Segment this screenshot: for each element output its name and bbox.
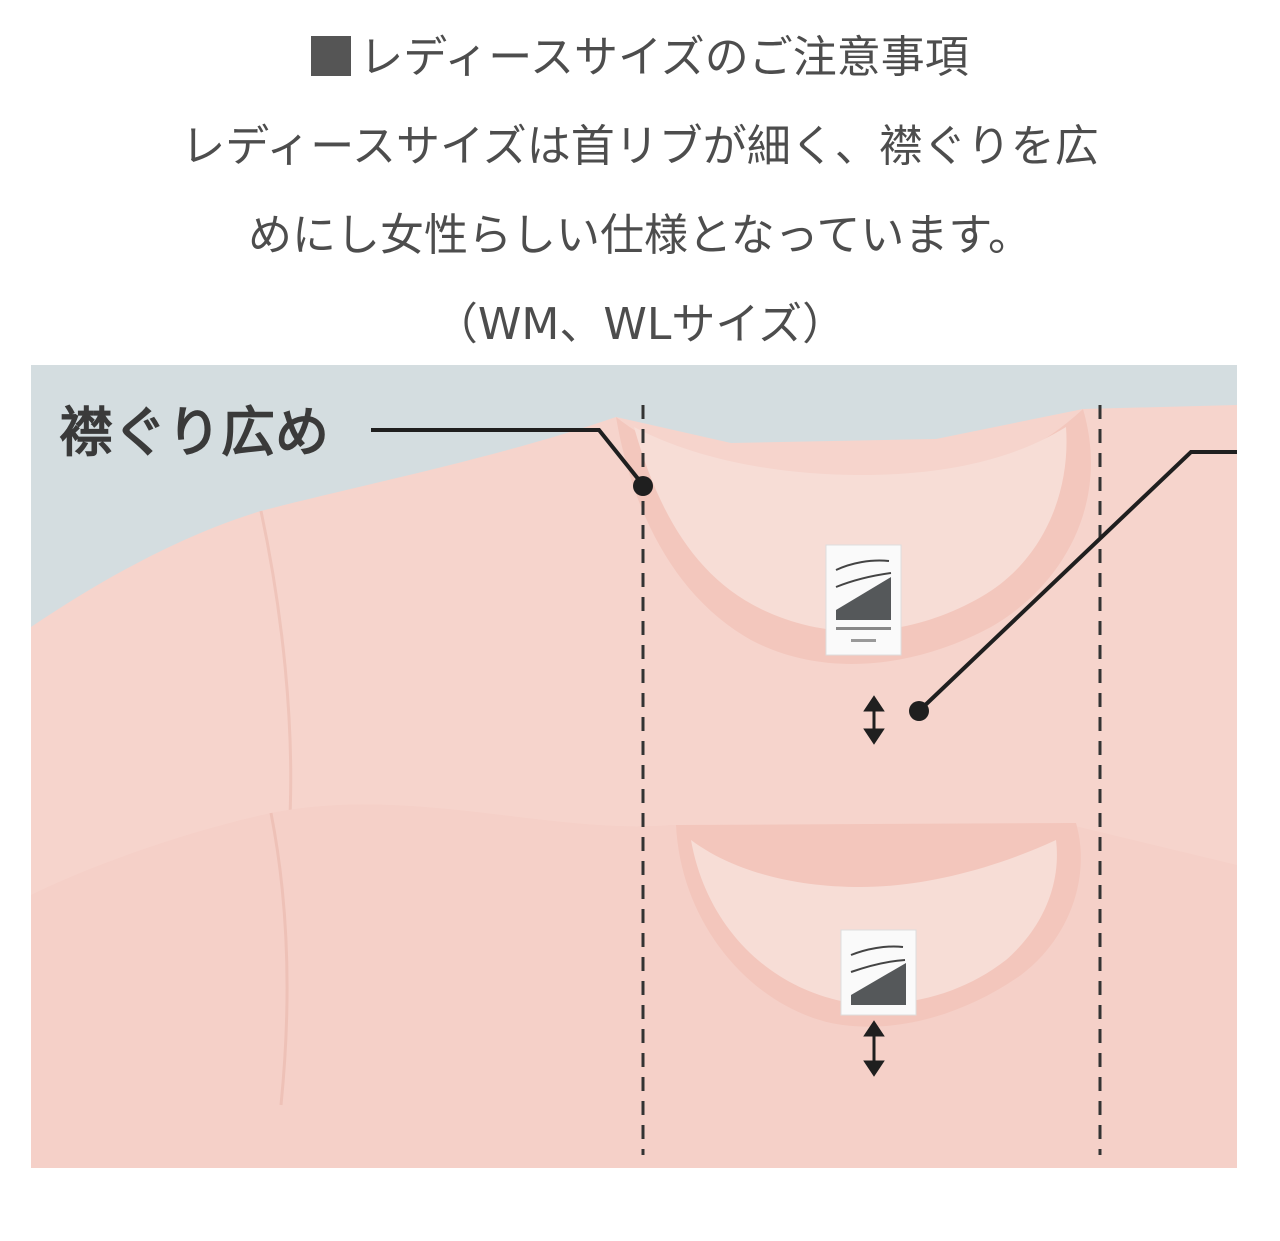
notice-title: レディースサイズのご注意事項 (359, 32, 969, 83)
notice-header: レディースサイズのご注意事項 レディースサイズは首リブが細く、襟ぐりを広 めにし… (0, 0, 1280, 360)
callout-leader-rib (917, 450, 1237, 713)
callout-leader-left (371, 428, 645, 487)
description-line-1: レディースサイズは首リブが細く、襟ぐりを広 (181, 121, 1099, 172)
rib-width-arrow-lower-icon (863, 1020, 885, 1077)
size-note: （WM、WLサイズ） (433, 299, 847, 350)
callout-dot-rib (909, 701, 929, 721)
square-bullet-icon (311, 36, 352, 76)
neck-label-lower (840, 929, 917, 1016)
unisex-tshirt (31, 804, 1237, 1168)
tshirt-neckline-comparison-photo: 襟ぐり広め (31, 365, 1237, 1168)
description-line-2: めにし女性らしい仕様となっています。 (247, 210, 1033, 261)
rib-width-arrow-upper-icon (863, 695, 885, 745)
callout-dot-left (633, 476, 653, 496)
callout-label: 襟ぐり広め (59, 401, 329, 464)
notice-title-row: レディースサイズのご注意事項 (0, 28, 1280, 88)
neck-label-upper (825, 544, 902, 656)
